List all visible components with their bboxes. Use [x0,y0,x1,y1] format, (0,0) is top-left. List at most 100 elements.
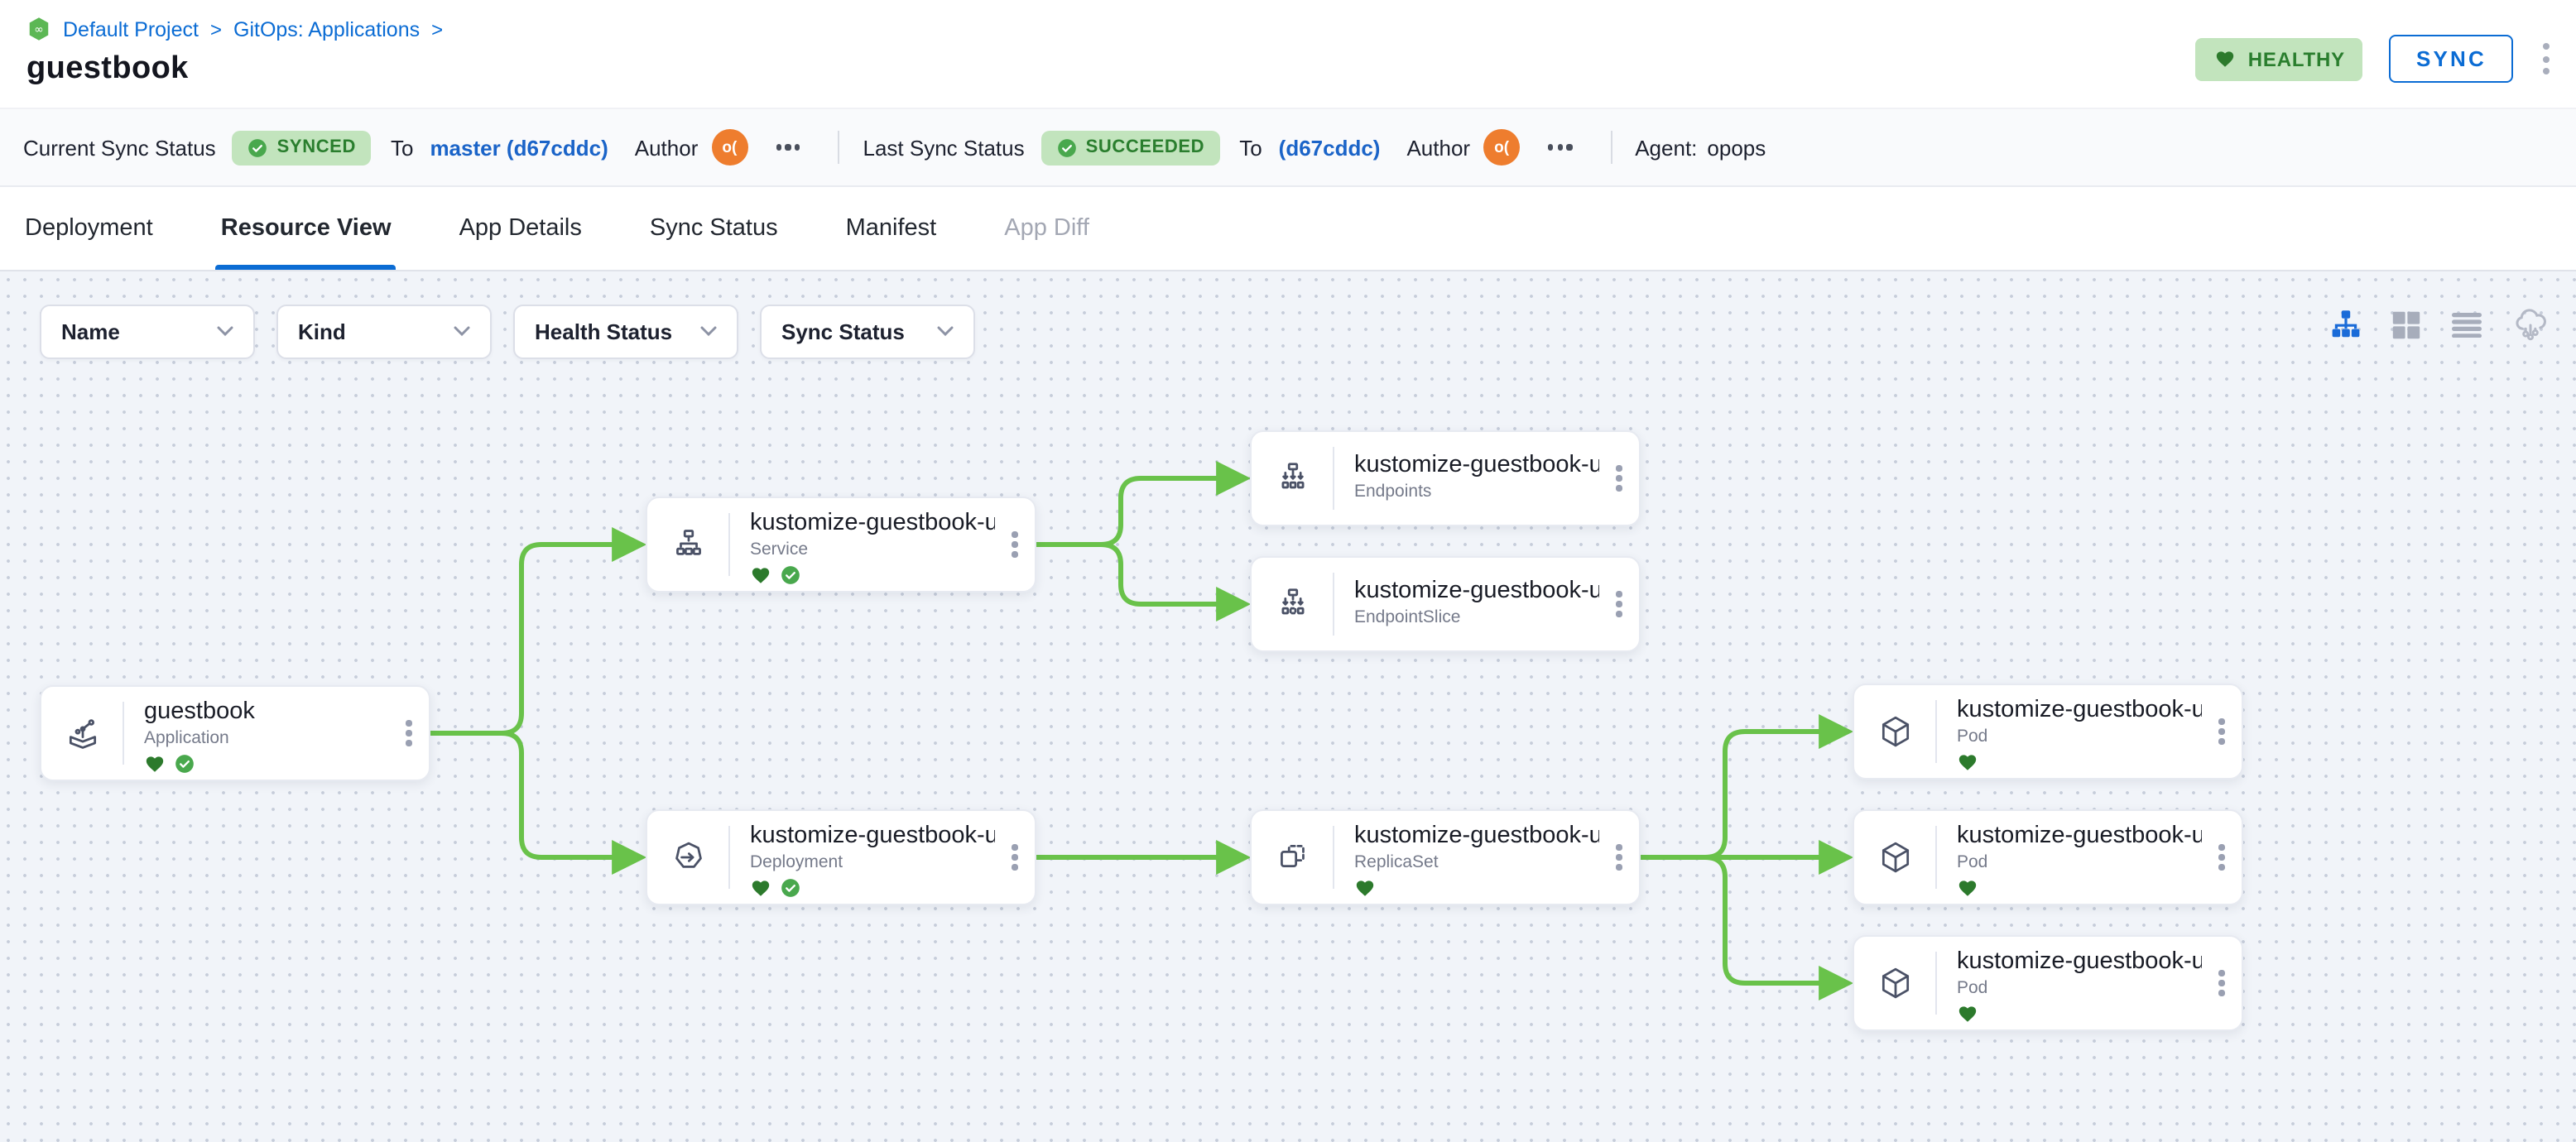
chevron-down-icon [700,326,717,337]
node-kind: EndpointSlice [1354,607,1461,627]
list-view-icon[interactable] [2452,311,2482,338]
chevron-down-icon [937,326,954,337]
breadcrumb-separator: > [431,17,444,41]
divider [1935,700,1937,763]
pod-icon [1854,685,1935,778]
node-kind: Application [144,728,229,748]
cluster-view-icon[interactable] [2513,308,2548,341]
node-kind: Pod [1957,852,1988,872]
synced-check-icon [174,753,195,775]
node-deployment-kustomize-guestbook-ui[interactable]: kustomize-guestbook-ui Deployment [646,809,1036,905]
kind-filter-dropdown[interactable]: Kind [276,305,492,359]
harness-logo-icon: ∞ [29,17,49,41]
edge-replicaset-to-pod1 [1638,714,1854,860]
sync-status-filter-dropdown[interactable]: Sync Status [760,305,975,359]
sync-status-filter-label: Sync Status [781,319,905,344]
health-badge-label: HEALTHY [2247,47,2345,70]
node-title: guestbook [144,698,255,725]
node-application-guestbook[interactable]: guestbook Application [40,685,430,781]
edge-service-to-endpoints [1034,461,1252,547]
node-title: kustomize-guestbook-ui [1354,452,1599,478]
node-menu-kebab-icon[interactable] [2202,937,2242,1029]
healthy-heart-icon [752,880,770,896]
current-revision-link[interactable]: master (d67cddc) [430,135,608,160]
tab-sync-status[interactable]: Sync Status [649,215,778,242]
last-to-label: To [1239,135,1262,160]
node-title: kustomize-guestbook-ui-... [1957,948,2202,975]
synced-badge: SYNCED [232,130,371,165]
app-menu-kebab-icon[interactable] [2540,40,2553,78]
node-kind: Pod [1957,727,1988,746]
synced-check-icon [780,564,801,586]
node-menu-kebab-icon[interactable] [995,498,1035,591]
header-actions: HEALTHY SYNC [2194,35,2553,83]
last-revision-link[interactable]: (d67cddc) [1278,135,1381,160]
current-commit-more-icon[interactable] [771,140,805,155]
tree-view-icon[interactable] [2331,309,2361,339]
replicaset-icon [1252,811,1333,904]
healthy-heart-icon [146,756,164,772]
agent-label: Agent: [1635,135,1698,160]
node-endpointslice-kustomize-guestbook-ui[interactable]: kustomize-guestbook-ui-... EndpointSlice [1250,556,1641,652]
node-title: kustomize-guestbook-ui [750,510,995,536]
healthy-heart-icon [1958,1006,1977,1022]
node-pod-kustomize-guestbook-ui-3[interactable]: kustomize-guestbook-ui-... Pod [1853,935,2243,1031]
node-menu-kebab-icon[interactable] [2202,685,2242,778]
divider [123,702,124,765]
tab-app-details[interactable]: App Details [459,215,582,242]
node-menu-kebab-icon[interactable] [1599,558,1639,650]
name-filter-label: Name [61,319,120,344]
node-menu-kebab-icon[interactable] [995,811,1035,904]
sync-status-bar: Current Sync Status SYNCED To master (d6… [0,108,2576,187]
node-service-kustomize-guestbook-ui[interactable]: kustomize-guestbook-ui Service [646,497,1036,593]
app-tabs: Deployment Resource View App Details Syn… [0,187,2576,271]
node-replicaset-kustomize-guestbook-ui[interactable]: kustomize-guestbook-ui-... ReplicaSet [1250,809,1641,905]
edge-app-to-deployment [428,731,647,875]
divider [1935,952,1937,1015]
grid-view-icon[interactable] [2392,310,2420,338]
divider [728,826,730,889]
divider [838,131,840,164]
application-icon [41,687,123,780]
divider [1333,573,1334,636]
resource-filters: Name Kind Health Status Sync Status [40,305,975,359]
tab-deployment[interactable]: Deployment [25,215,153,242]
edge-service-to-endpointslice [1034,542,1252,621]
resource-tree-canvas[interactable]: Name Kind Health Status Sync Status [0,271,2576,1142]
node-title: kustomize-guestbook-ui-... [1957,697,2202,723]
synced-check-icon [780,877,801,899]
healthy-heart-icon [1958,755,1977,770]
edge-app-to-service [428,527,647,736]
breadcrumb-section-link[interactable]: GitOps: Applications [233,17,421,41]
last-commit-more-icon[interactable] [1543,140,1577,155]
synced-badge-label: SYNCED [276,137,356,157]
tab-resource-view[interactable]: Resource View [215,187,396,270]
node-endpoints-kustomize-guestbook-ui[interactable]: kustomize-guestbook-ui Endpoints [1250,430,1641,526]
node-menu-kebab-icon[interactable] [1599,432,1639,525]
node-pod-kustomize-guestbook-ui-1[interactable]: kustomize-guestbook-ui-... Pod [1853,684,2243,780]
node-menu-kebab-icon[interactable] [1599,811,1639,904]
healthy-heart-icon [752,568,770,583]
healthy-heart-icon [1356,880,1374,896]
node-menu-kebab-icon[interactable] [2202,811,2242,904]
health-status-filter-dropdown[interactable]: Health Status [513,305,738,359]
node-kind: ReplicaSet [1354,852,1439,872]
chevron-down-icon [217,326,233,337]
heart-icon [2216,51,2233,67]
tab-app-diff[interactable]: App Diff [1004,215,1089,242]
tab-manifest[interactable]: Manifest [845,215,937,242]
node-menu-kebab-icon[interactable] [389,687,429,780]
sync-button[interactable]: SYNC [2389,35,2513,83]
name-filter-dropdown[interactable]: Name [40,305,255,359]
node-pod-kustomize-guestbook-ui-2[interactable]: kustomize-guestbook-ui-... Pod [1853,809,2243,905]
succeeded-badge: SUCCEEDED [1040,130,1220,165]
pod-icon [1854,937,1935,1029]
breadcrumb-project-link[interactable]: Default Project [63,17,199,41]
last-author-avatar: o( [1483,129,1521,166]
node-kind: Endpoints [1354,482,1432,501]
node-kind: Service [750,540,809,559]
succeeded-badge-label: SUCCEEDED [1085,137,1205,157]
agent-value: opops [1707,135,1766,160]
divider [1333,447,1334,510]
